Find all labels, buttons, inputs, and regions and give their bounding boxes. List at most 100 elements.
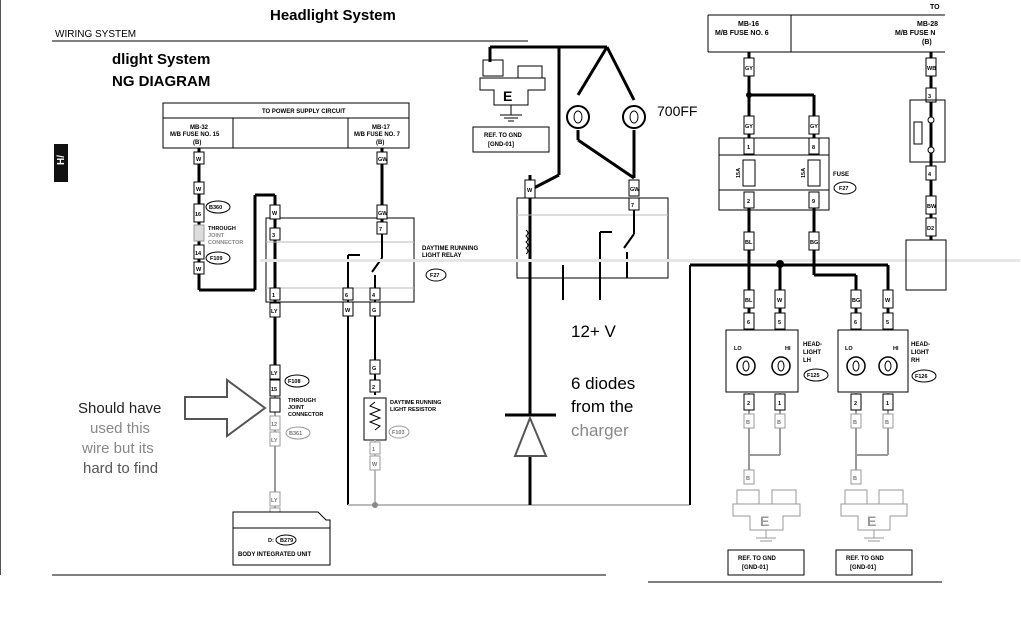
lh-b-2: B: [777, 420, 781, 426]
fuse-block: 1 8 15A 15A 2 9 FUSE F27: [718, 137, 857, 211]
w-code-r2: W: [885, 298, 891, 304]
rh-pin-5: 5: [886, 320, 889, 326]
resistor-label-2: LIGHT RESISTOR: [390, 407, 436, 413]
w-code-2: W: [196, 187, 202, 193]
tj-top-1: THROUGH: [208, 226, 236, 232]
mb17-label: MB-17: [372, 125, 391, 131]
tj-top-2: JOINT: [208, 233, 225, 239]
tj-bot-1: THROUGH: [288, 398, 316, 404]
side-tab-label: H/: [56, 155, 67, 165]
far-pin-3: 3: [928, 94, 931, 100]
lh-hi: HI: [785, 346, 791, 352]
headlight-lh: 6 5 LO HI HEAD- LIGHT LH F125 2 1 B B B: [725, 312, 829, 485]
ly-code-1: LY: [271, 309, 278, 315]
fuse-15a-right: 15A: [801, 168, 807, 178]
rh-conn: F126: [915, 374, 928, 380]
relay-w: W: [272, 211, 278, 217]
gy-code-1: GY: [745, 66, 753, 72]
rh-b-2: B: [885, 420, 889, 426]
mb28-b: (B): [922, 39, 932, 46]
gw-code-1: GW: [378, 157, 388, 163]
relay-conn: F27: [430, 273, 439, 279]
mb28-label: MB-28: [917, 21, 938, 28]
mb16-fuse: M/B FUSE NO. 6: [715, 30, 769, 37]
ly-code-4: LY: [271, 498, 278, 504]
mb16-label: MB-16: [738, 21, 759, 28]
far-right-column: WB 3 4 BW D2: [905, 52, 947, 291]
ground-ref-top-2: [GND-01]: [488, 142, 514, 148]
annotation-line1: Should have: [78, 400, 161, 417]
hand-drawn-wiring: [488, 45, 780, 505]
annotation-line4: hard to find: [83, 460, 158, 477]
mb32-label: MB-32: [190, 125, 209, 131]
lh-pin-1: 1: [778, 401, 781, 407]
pin-16-b: 16: [195, 212, 201, 218]
w-code-3: W: [196, 267, 202, 273]
annotation-arrow: [184, 378, 267, 438]
middle-relay: W GW 7: [516, 179, 669, 300]
bl-code-1: BL: [745, 240, 753, 246]
ground-e-top: E: [503, 88, 512, 104]
fuse-label: FUSE: [833, 172, 849, 178]
mid-pin-7: 7: [631, 203, 634, 209]
pin-2-a: 2: [372, 385, 375, 391]
bl-code-2: BL: [745, 298, 753, 304]
tj-bot-3: CONNECTOR: [288, 412, 323, 418]
ground-ref-top-1: REF. TO GND: [484, 133, 523, 139]
diodes-note-2: from the: [571, 397, 633, 416]
lamp-700ff: 700FF: [566, 103, 697, 129]
daytime-relay: DAYTIME RUNNING LIGHT RELAY F27 W 3 1: [265, 204, 478, 303]
lh-lo: LO: [734, 346, 742, 352]
w-code-r1: W: [777, 298, 783, 304]
tj-top-3: CONNECTOR: [208, 240, 243, 246]
tj-bot-2: JOINT: [288, 405, 305, 411]
d2-code: D2: [927, 226, 934, 232]
ground-e-rh: E: [867, 513, 876, 529]
mid-w: W: [527, 188, 533, 194]
pin-6-a: 6: [345, 293, 348, 299]
lh-label-3: LH: [803, 358, 811, 364]
wb-code: WB: [927, 66, 936, 72]
right-fuse-box: MB-16 M/B FUSE NO. 6 MB-28 M/B FUSE N (B…: [707, 14, 945, 53]
lh-pin-2: 2: [747, 401, 750, 407]
power-box-title: TO POWER SUPPLY CIRCUIT: [262, 109, 346, 115]
right-gy-wires: GY GY GY: [743, 52, 820, 140]
rh-pin-1: 1: [886, 401, 889, 407]
diodes-note-1: 6 diodes: [571, 374, 635, 393]
w-code-1: W: [196, 157, 202, 163]
subtitle-line1: dlight System: [112, 51, 210, 68]
ground-ref-lh-2: [GND-01]: [742, 565, 768, 571]
scan-band: [260, 259, 1020, 262]
mb32-fuse: M/B FUSE NO. 15: [170, 132, 220, 138]
wire-mb17: GW GW 7: [376, 148, 388, 235]
wire-mb32: W W 16 14 W B360 THROUGH JOINT CONNECTOR…: [193, 148, 277, 300]
ground-e-lh: E: [760, 513, 769, 529]
rh-pin-6: 6: [854, 320, 857, 326]
fuse-pin-2: 2: [747, 199, 750, 205]
lh-b-3: B: [746, 476, 750, 482]
ly-code-2: LY: [271, 371, 278, 377]
relay-pin-3: 3: [272, 233, 275, 239]
body-unit-prefix: D:: [268, 538, 274, 544]
right-bl-bg-wires: BL BG BL W BG W: [743, 208, 894, 330]
fuse-pin-8: 8: [812, 145, 815, 151]
fuse-conn: F27: [839, 186, 848, 192]
pin-15: 15: [271, 387, 277, 393]
daytime-resistor: DAYTIME RUNNING LIGHT RESISTOR F103 1 W: [348, 397, 690, 508]
lh-label-2: LIGHT: [803, 350, 821, 356]
gy-code-3: GY: [810, 124, 818, 130]
mb17-b: (B): [376, 140, 384, 146]
mb28-fuse: M/B FUSE N: [895, 30, 935, 37]
rh-b-1: B: [853, 420, 857, 426]
lh-pin-5: 5: [778, 320, 781, 326]
gy-code-2: GY: [745, 124, 753, 130]
mb17-fuse: M/B FUSE NO. 7: [354, 132, 401, 138]
lamp-label: 700FF: [657, 103, 697, 119]
gw-code-2: GW: [378, 211, 388, 217]
mid-gw: GW: [630, 187, 640, 193]
resistor-label-1: DAYTIME RUNNING: [390, 400, 441, 406]
pin-1-res: 1: [372, 447, 375, 453]
ground-lh: E REF. TO GND [GND-01]: [727, 489, 805, 576]
lh-label-1: HEAD-: [803, 342, 822, 348]
subtitle-line2: NG DIAGRAM: [112, 73, 210, 90]
